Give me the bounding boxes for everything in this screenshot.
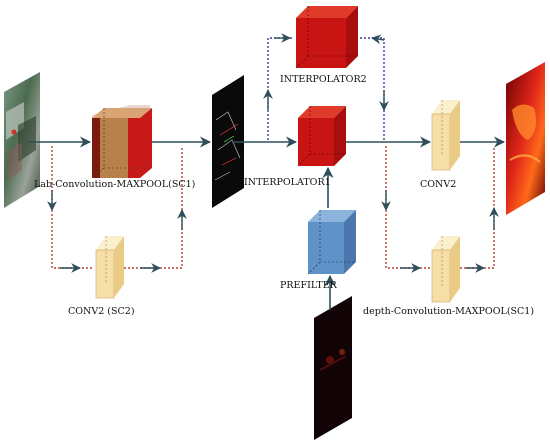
depth-map-image xyxy=(314,296,352,440)
depth-branch-arrows xyxy=(381,190,499,273)
prefilter-label: PREFILTER xyxy=(280,280,338,291)
conv2-label: CONV2 xyxy=(420,179,456,190)
lab-block-label: Lab-Convolution-MAXPOOL(SC1) xyxy=(34,179,195,190)
interpolator2-label: INTERPOLATOR2 xyxy=(280,74,367,85)
depth-convolution-block xyxy=(431,236,460,303)
conv2-block xyxy=(431,100,460,171)
prefilter-block xyxy=(307,210,356,275)
interpolator1-label: INTERPOLATOR1 xyxy=(244,177,331,188)
depth-block-label: depth-Convolution-MAXPOOL(SC1) xyxy=(363,306,534,317)
conv2-sc2-label: CONV2 (SC2) xyxy=(68,306,135,317)
saliency-heatmap-image xyxy=(506,62,545,215)
interpolator1-block xyxy=(297,106,346,167)
conv2-sc2-block xyxy=(95,236,124,299)
lab-convolution-block xyxy=(91,105,152,179)
edge-map-image xyxy=(212,75,244,208)
interpolator2-block xyxy=(295,6,358,69)
sc2-branch-arrows xyxy=(47,190,187,273)
interpolator2-loop-arrows xyxy=(263,33,389,111)
rgb-input-image xyxy=(4,72,40,208)
depth-branch-path xyxy=(385,146,495,269)
main-flow-arrows xyxy=(28,136,506,310)
